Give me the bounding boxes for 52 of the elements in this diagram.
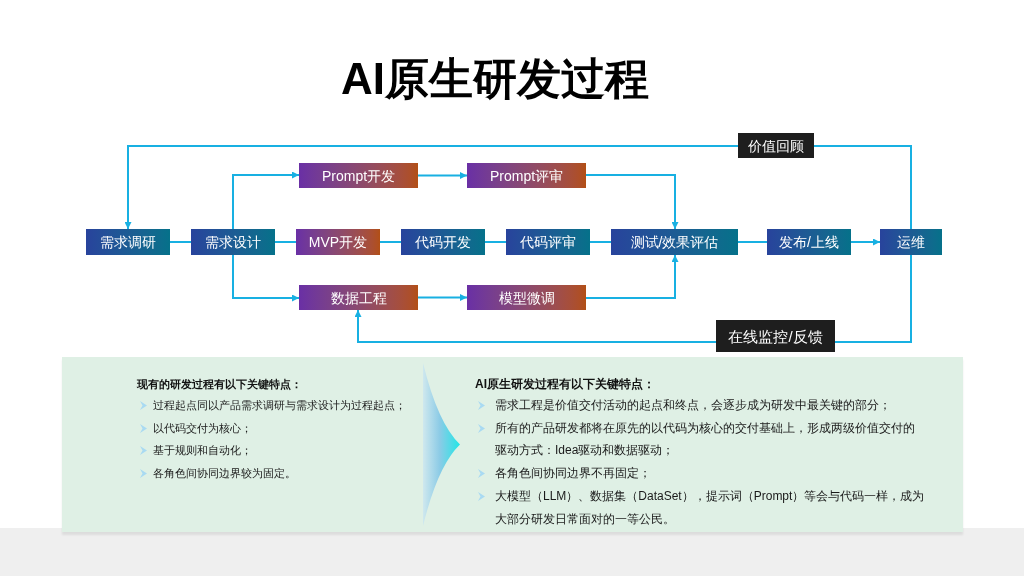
connector-line (379, 241, 402, 243)
step-label: 模型微调 (498, 290, 555, 305)
connector-arrow (585, 254, 679, 299)
bullet-text: 各角色间协同边界不再固定； (495, 465, 652, 483)
step-label: MVP开发 (308, 235, 368, 249)
connector-arrow (232, 171, 300, 230)
connector-arrow (232, 254, 300, 302)
step-label: 运维 (897, 235, 925, 249)
process-step-box (401, 229, 485, 255)
step-label: 测试/效果评估 (630, 235, 719, 249)
process-step-box (299, 285, 418, 310)
connector-arrow (417, 172, 468, 179)
process-step-box (191, 229, 275, 255)
bullet-text: 各角色间协同边界较为固定。 (153, 466, 297, 482)
connector-arrow (417, 294, 468, 301)
process-step-box (467, 285, 586, 310)
process-step-box (296, 229, 380, 255)
section-heading: 现有的研发过程有以下关键特点： (137, 377, 303, 392)
process-step-box (506, 229, 590, 255)
edge-label: 价值回顾 (738, 133, 814, 158)
process-step-box (299, 163, 418, 188)
step-label: 代码评审 (520, 235, 576, 249)
connector-line (484, 241, 507, 243)
connector-arrow (124, 145, 912, 230)
step-label: 数据工程 (330, 290, 387, 305)
step-label: Prompt开发 (321, 168, 396, 183)
step-label: 需求调研 (100, 235, 156, 249)
step-label: 代码开发 (415, 235, 471, 249)
bullet-text: 基于规则和自动化； (153, 443, 253, 459)
step-label: 发布/上线 (779, 235, 839, 249)
connector-arrow (585, 174, 679, 230)
connector-line (737, 241, 768, 243)
connector-line (589, 241, 612, 243)
connector-line (274, 241, 297, 243)
bullet-text: 所有的产品研发都将在原先的以代码为核心的交付基础上，形成两级价值交付的驱动方式：Idea驱动和数据驱动； (495, 419, 916, 460)
chevron-shape (423, 363, 460, 526)
bullet-text: 大模型（LLM）、数据集（DataSet），提示词（Prompt）等会与代码一样，成为大部分研发日常面对的一等公民。 (495, 487, 925, 528)
process-step-box (880, 229, 942, 255)
step-label: 需求设计 (205, 235, 261, 249)
connector-arrow (850, 238, 881, 246)
slide-title: AI原生研发过程 (340, 54, 650, 104)
step-label: Prompt评审 (489, 168, 564, 183)
process-step-box (611, 229, 738, 255)
process-step-box (467, 163, 586, 188)
bullet-text: 过程起点同以产品需求调研与需求设计为过程起点； (153, 398, 407, 413)
bullet-text: 需求工程是价值交付活动的起点和终点，会逐步成为研发中最关键的部分； (495, 397, 892, 414)
connector-line (169, 241, 192, 243)
process-step-box (86, 229, 170, 255)
edge-label: 在线监控/反馈 (716, 320, 835, 352)
bullet-text: 以代码交付为核心； (153, 420, 253, 436)
process-step-box (767, 229, 851, 255)
section-heading: AI原生研发过程有以下关键特点： (475, 376, 656, 393)
